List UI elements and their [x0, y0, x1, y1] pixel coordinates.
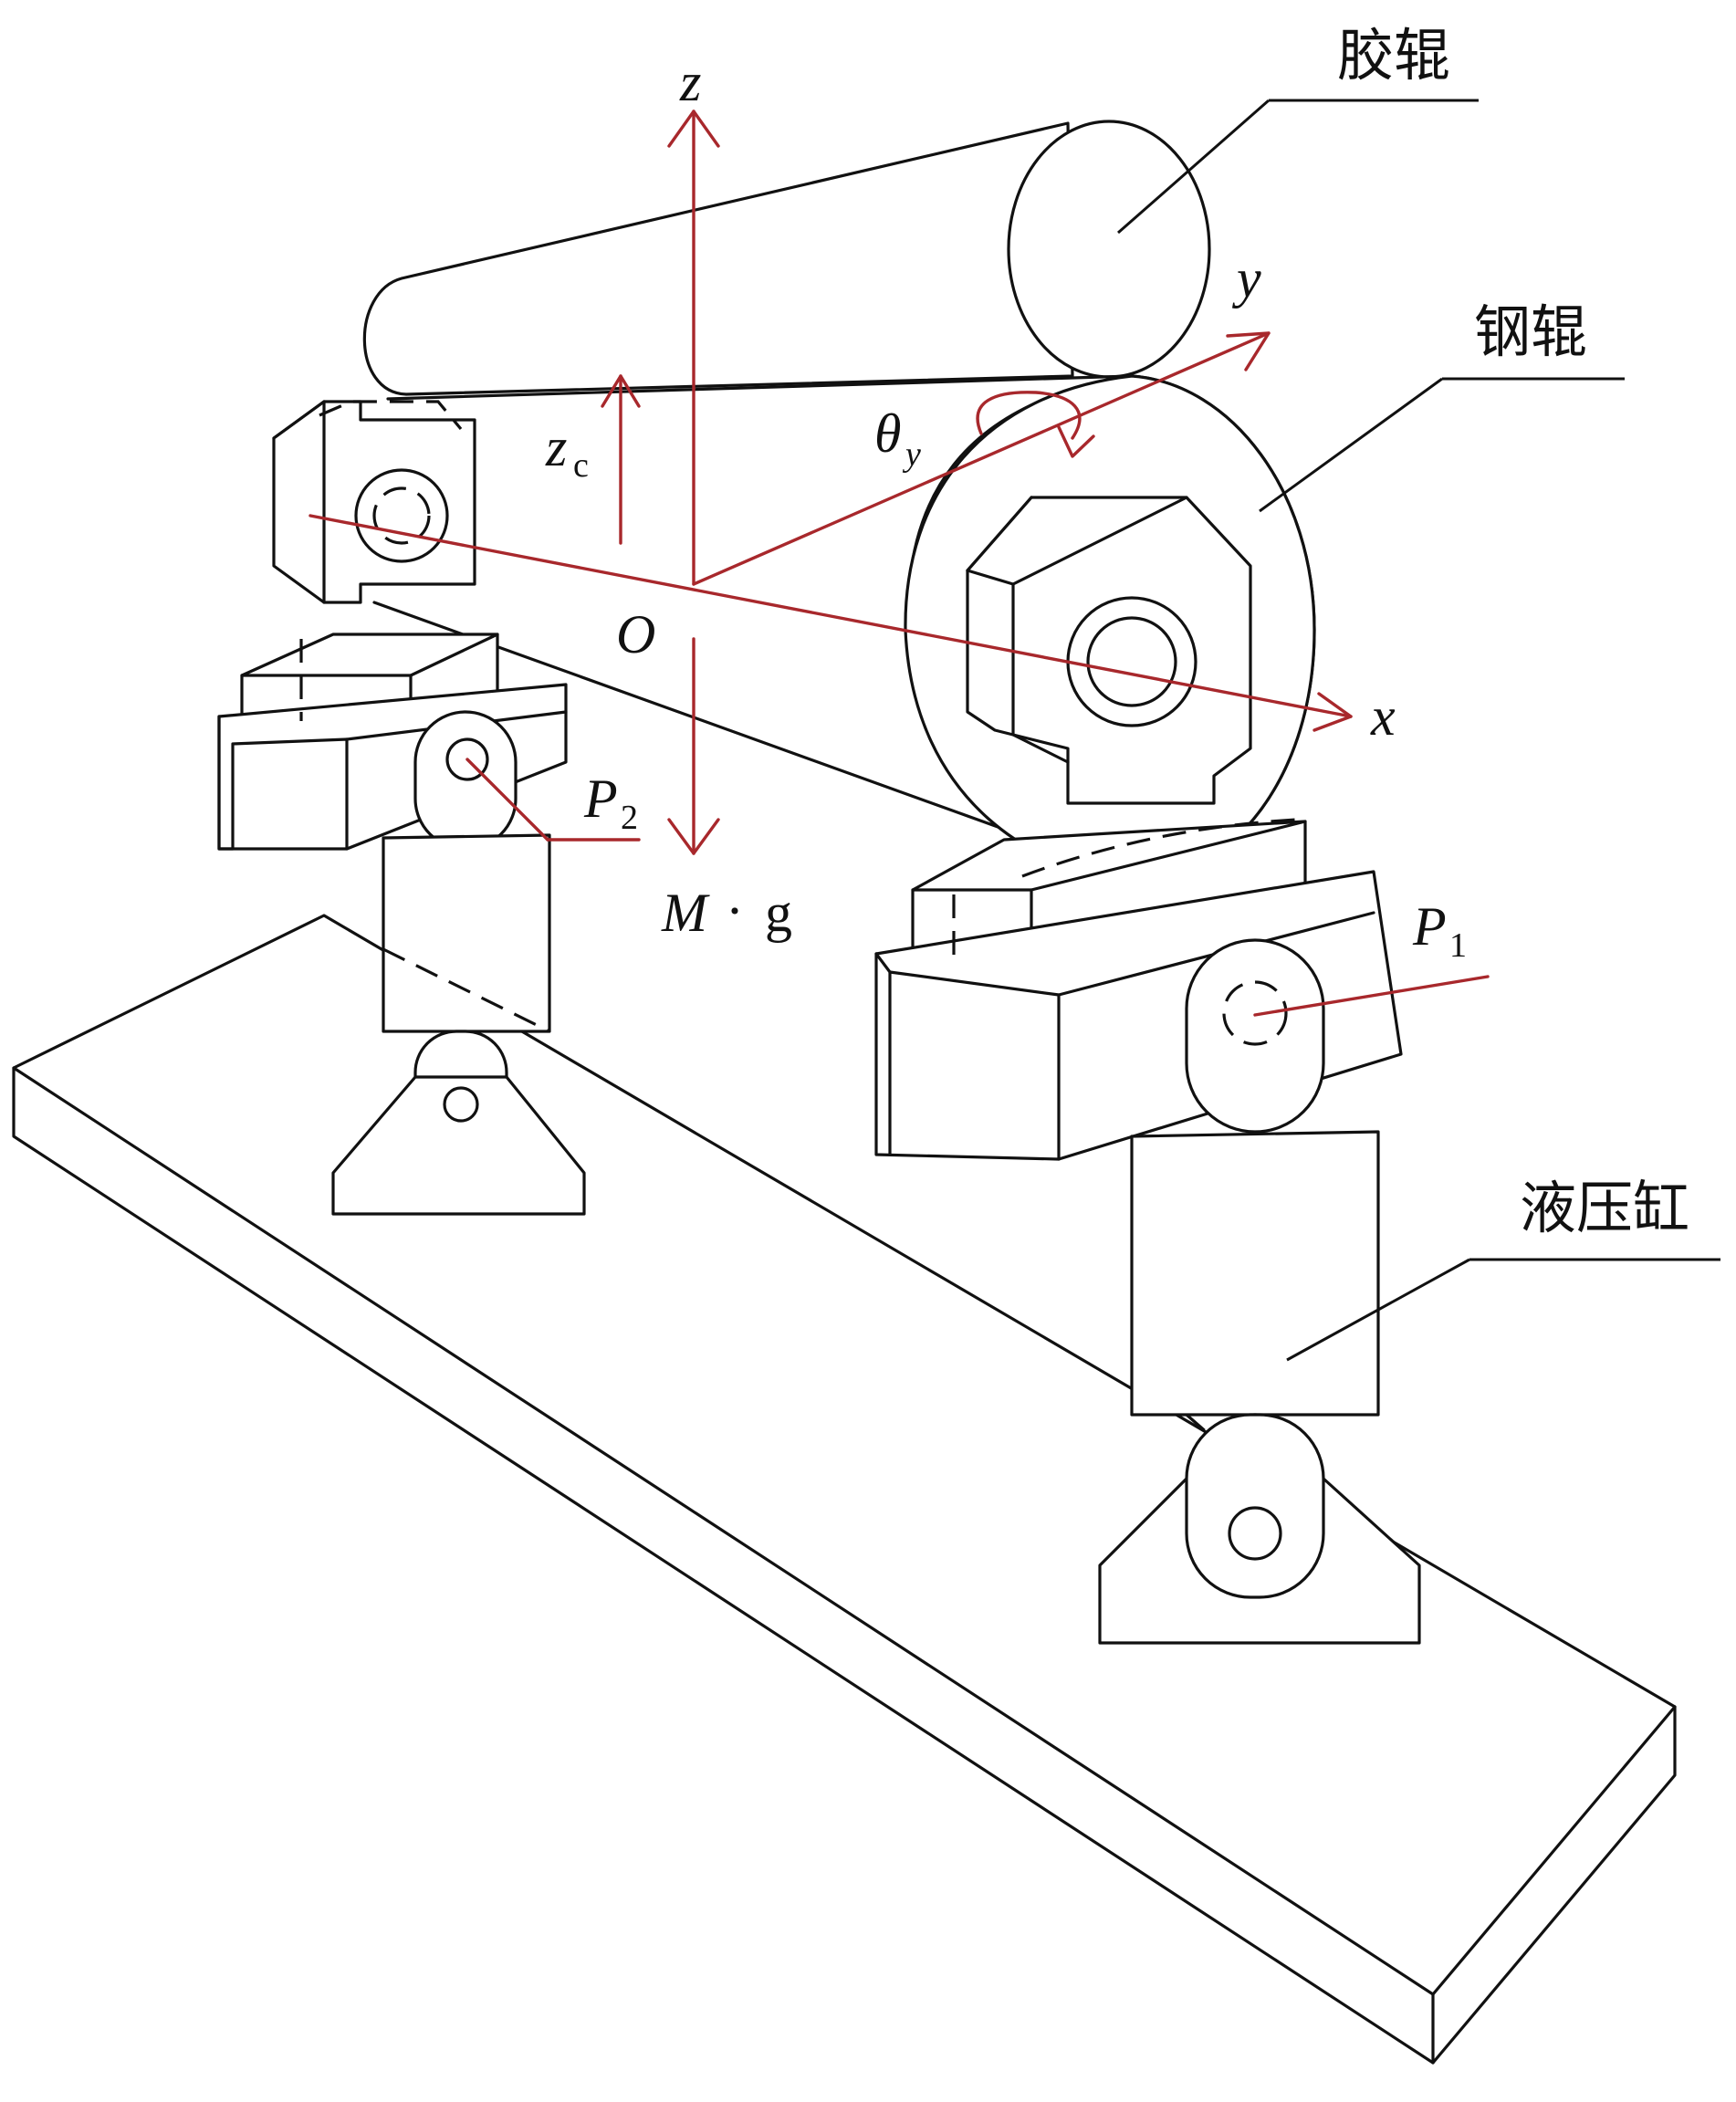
- rubber-roller-label: 胶辊: [1337, 22, 1450, 89]
- x-axis-label: x: [1370, 686, 1396, 747]
- svg-text:2: 2: [621, 799, 638, 837]
- svg-text:·: ·: [726, 881, 744, 941]
- zc-arrow: [601, 374, 641, 545]
- z-axis-label: z: [679, 52, 701, 112]
- y-axis-label: y: [1231, 248, 1261, 309]
- p1-label: P 1: [1412, 896, 1467, 965]
- theta-y-label: θ y: [874, 403, 921, 474]
- svg-text:θ: θ: [874, 403, 901, 464]
- left-bearing-assembly: [217, 400, 586, 1216]
- steel-roller-label: 钢辊: [1474, 298, 1587, 365]
- y-axis-arrow: [692, 331, 1271, 586]
- svg-text:P: P: [583, 769, 618, 829]
- svg-text:P: P: [1412, 896, 1447, 957]
- base-plate: [12, 914, 1677, 2065]
- zc-label: z c: [545, 417, 589, 485]
- origin-label: O: [616, 604, 655, 664]
- z-axis-arrow: [667, 110, 720, 586]
- p2-leader: [465, 758, 641, 842]
- svg-text:M: M: [661, 883, 710, 943]
- p2-label: P 2: [583, 769, 638, 837]
- callout-leaders: [1117, 99, 1720, 1362]
- svg-text:y: y: [902, 435, 921, 474]
- hydraulic-cylinder-label: 液压缸: [1520, 1175, 1689, 1241]
- svg-text:1: 1: [1449, 926, 1467, 965]
- weight-label: M · g: [661, 881, 792, 943]
- svg-text:z: z: [545, 417, 567, 477]
- p1-leader: [1253, 975, 1490, 1017]
- svg-text:c: c: [573, 446, 589, 485]
- x-axis-arrow: [309, 514, 1353, 732]
- right-bearing-assembly: [874, 496, 1421, 1645]
- theta-rotation-arrow: [976, 391, 1095, 458]
- svg-text:g: g: [765, 883, 792, 943]
- coordinate-axes: [309, 110, 1490, 1017]
- gravity-arrow: [667, 637, 720, 855]
- rubber-roller: [362, 120, 1211, 396]
